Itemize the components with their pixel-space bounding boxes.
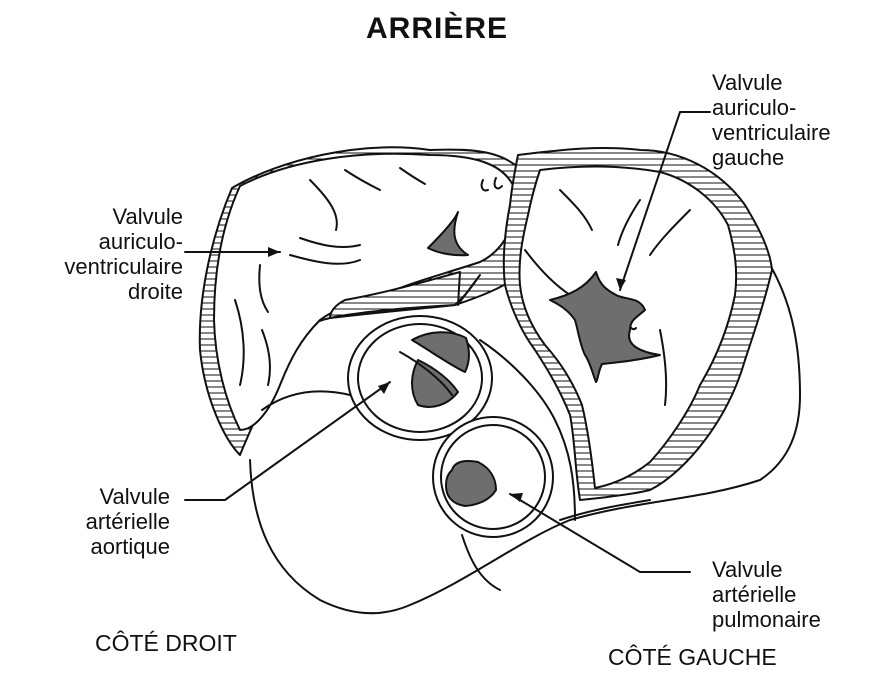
aortic-valve-label: Valvule artérielle aortique — [50, 484, 170, 559]
mitral-label-line-1: Valvule — [712, 70, 831, 95]
mitral-valve-label: Valvule auriculo- ventriculaire gauche — [712, 70, 831, 170]
pulmonary-label-line-3: pulmonaire — [712, 607, 821, 632]
aortic-label-line-3: aortique — [50, 534, 170, 559]
side-left-label: CÔTÉ GAUCHE — [608, 644, 777, 671]
pulmonary-valve-label: Valvule artérielle pulmonaire — [712, 557, 821, 632]
aortic-label-line-2: artérielle — [50, 509, 170, 534]
aortic-label-line-1: Valvule — [50, 484, 170, 509]
tricuspid-label-line-4: droite — [38, 279, 183, 304]
pulmonary-label-line-1: Valvule — [712, 557, 821, 582]
mitral-label-line-3: ventriculaire — [712, 120, 831, 145]
tricuspid-label-line-3: ventriculaire — [38, 254, 183, 279]
mitral-label-line-2: auriculo- — [712, 95, 831, 120]
mitral-label-line-4: gauche — [712, 145, 831, 170]
tricuspid-label-line-1: Valvule — [38, 204, 183, 229]
side-right-label: CÔTÉ DROIT — [95, 630, 237, 657]
tricuspid-label-line-2: auriculo- — [38, 229, 183, 254]
tricuspid-valve-label: Valvule auriculo- ventriculaire droite — [38, 204, 183, 304]
pulmonary-label-line-2: artérielle — [712, 582, 821, 607]
